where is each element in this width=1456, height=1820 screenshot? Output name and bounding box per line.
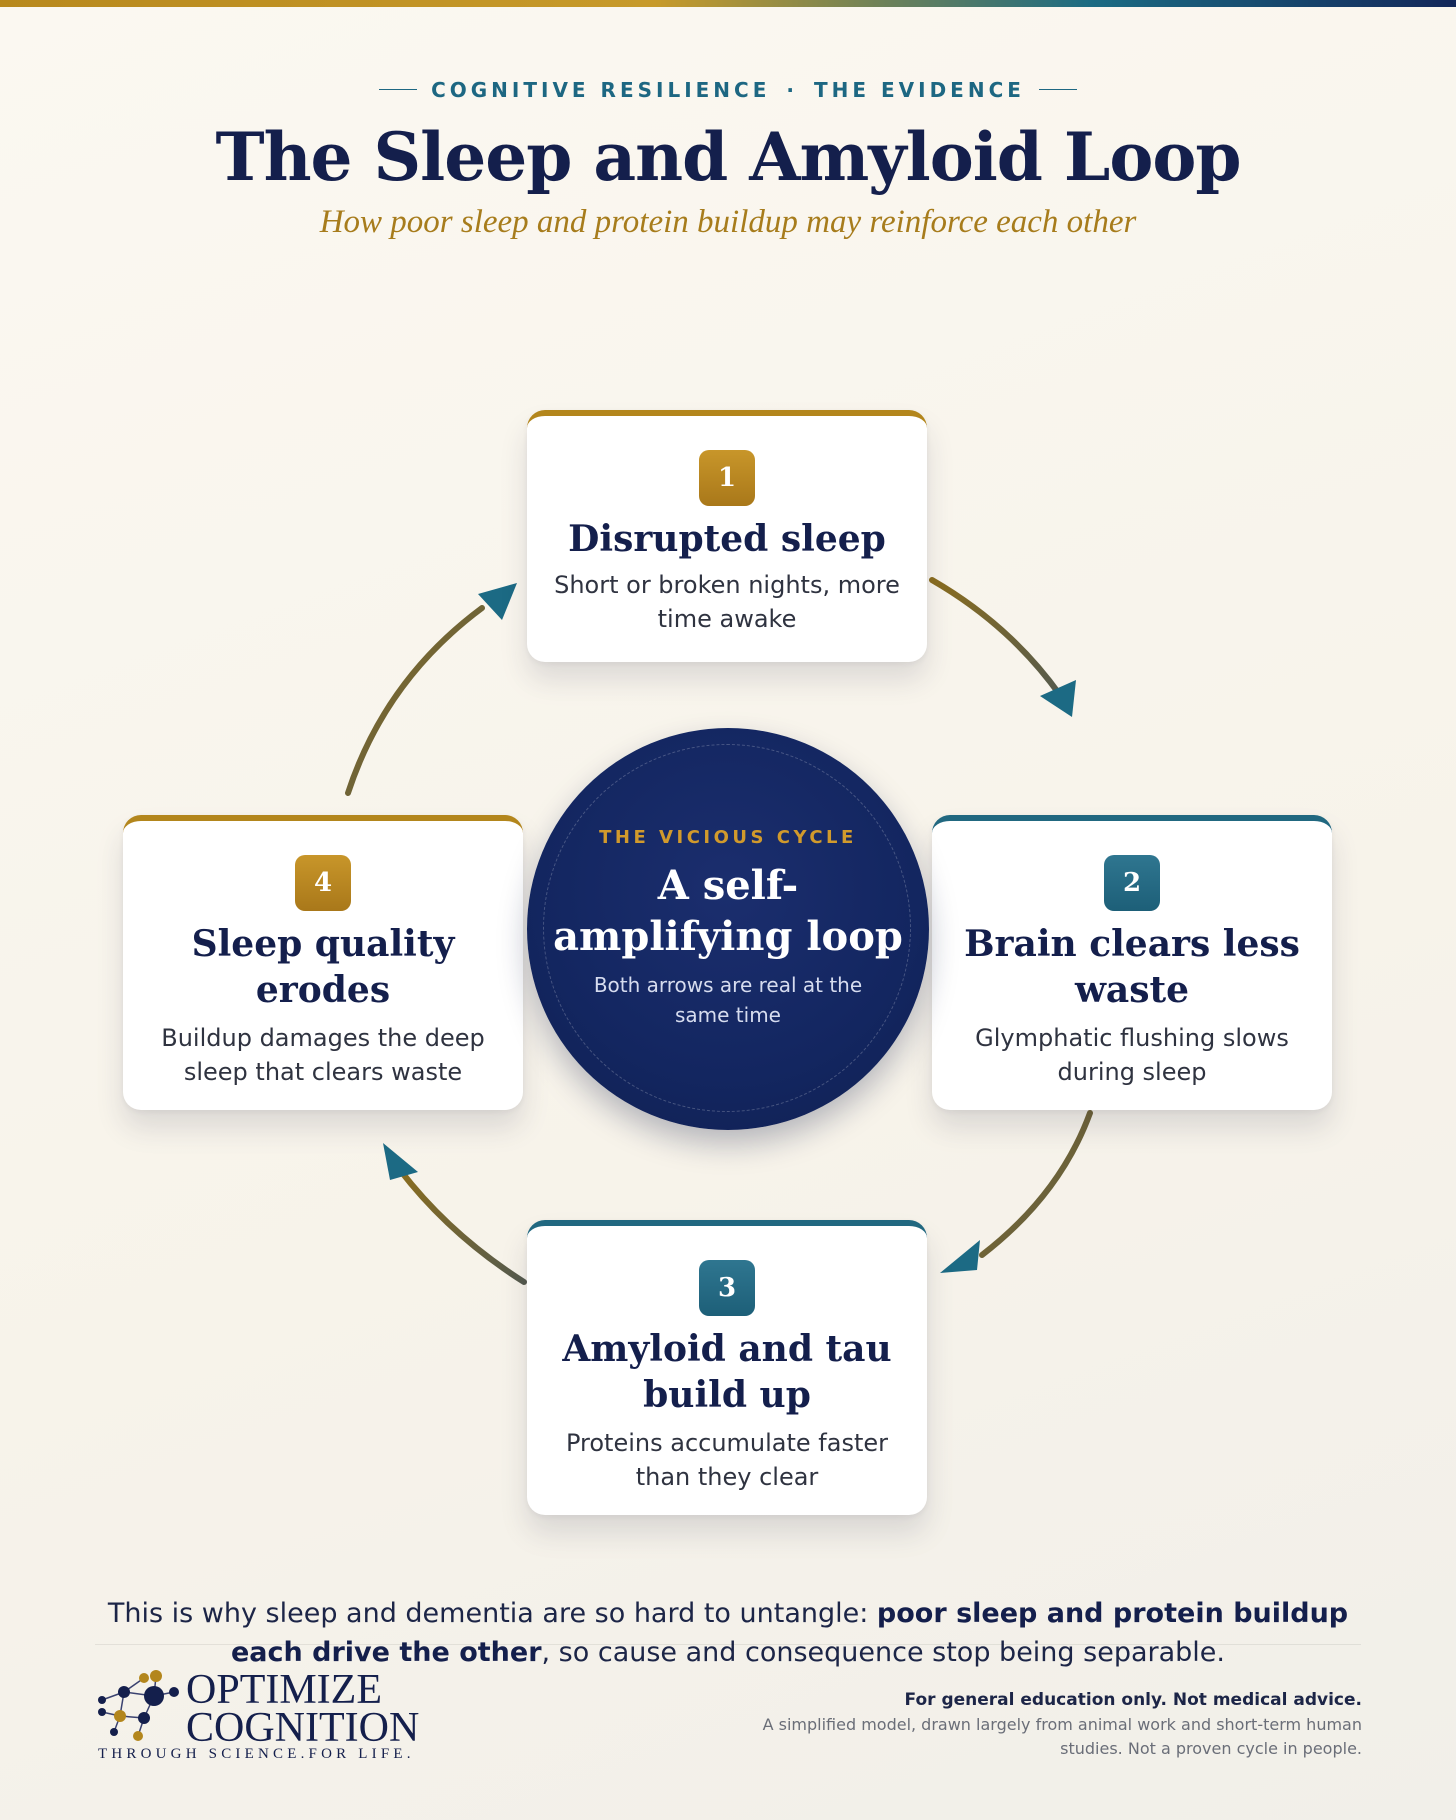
arrow-head-2-to-3	[940, 1240, 980, 1273]
step-card-3: 3 Amyloid and tau build up Proteins accu…	[527, 1220, 927, 1515]
summary-emphasis: poor sleep and protein buildup each driv…	[231, 1598, 1349, 1668]
network-logo-icon	[98, 1670, 179, 1741]
step-title-1: Disrupted sleep	[568, 518, 886, 560]
disclaimer-bold: For general education only. Not medical …	[904, 1690, 1362, 1710]
summary-part-2: , so cause and consequence stop being se…	[541, 1637, 1225, 1668]
step-title-3: Amyloid and tau build up	[562, 1328, 892, 1416]
page-subtitle: How poor sleep and protein buildup may r…	[319, 204, 1137, 240]
center-eyebrow: THE VICIOUS CYCLE	[599, 827, 857, 848]
kicker-left: COGNITIVE RESILIENCE	[431, 78, 771, 102]
logo-tagline: THROUGH SCIENCE.FOR LIFE.	[98, 1746, 415, 1762]
center-headline: A self-amplifying loop	[553, 862, 903, 960]
step-number-1: 1	[699, 450, 755, 506]
kicker-rule-right	[1038, 89, 1077, 90]
kicker-right: THE EVIDENCE	[813, 78, 1025, 102]
kicker-rule-left	[379, 89, 418, 90]
step-title-4: Sleep quality erodes	[191, 923, 455, 1011]
step-card-1: 1 Disrupted sleep Short or broken nights…	[527, 410, 927, 662]
step-desc-2: Glymphatic flushing slows during sleep	[975, 1024, 1289, 1086]
brand-logo: OPTIMIZE COGNITION THROUGH SCIENCE.FOR L…	[94, 1668, 454, 1772]
step-desc-4: Buildup damages the deep sleep that clea…	[161, 1024, 485, 1086]
step-number-3: 3	[699, 1260, 755, 1316]
footer-divider	[95, 1644, 1361, 1645]
summary-text: This is why sleep and dementia are so ha…	[80, 1594, 1376, 1672]
page-title: The Sleep and Amyloid Loop	[215, 118, 1241, 196]
disclaimer: For general education only. Not medical …	[722, 1687, 1362, 1761]
logo-word-1: OPTIMIZE	[186, 1667, 382, 1713]
arrow-head-4-to-1	[478, 583, 517, 620]
arrow-1-to-2	[929, 577, 1063, 698]
step-number-4: 4	[295, 855, 351, 911]
arrow-head-3-to-4	[383, 1143, 418, 1180]
logo-word-2: COGNITION	[186, 1705, 420, 1751]
arrow-4-to-1	[345, 605, 485, 796]
kicker-separator: ·	[786, 78, 798, 102]
summary-part-1: This is why sleep and dementia are so ha…	[107, 1598, 877, 1629]
disclaimer-note: A simplified model, drawn largely from a…	[762, 1715, 1362, 1758]
center-ring	[543, 744, 911, 1112]
step-card-2: 2 Brain clears less waste Glymphatic flu…	[932, 815, 1332, 1110]
arrow-head-1-to-2	[1040, 680, 1076, 717]
step-card-4: 4 Sleep quality erodes Buildup damages t…	[123, 815, 523, 1110]
arrow-2-to-3	[979, 1110, 1093, 1258]
top-accent-bar	[0, 0, 1456, 7]
step-desc-3: Proteins accumulate faster than they cle…	[565, 1429, 889, 1491]
center-note: Both arrows are real at the same time	[593, 973, 863, 1027]
center-circle: THE VICIOUS CYCLE A self-amplifying loop…	[527, 728, 929, 1130]
arrow-3-to-4	[397, 1167, 527, 1285]
step-desc-1: Short or broken nights, more time awake	[554, 571, 900, 633]
kicker: COGNITIVE RESILIENCE · THE EVIDENCE	[0, 78, 1456, 102]
step-number-2: 2	[1104, 855, 1160, 911]
step-title-2: Brain clears less waste	[964, 923, 1300, 1011]
